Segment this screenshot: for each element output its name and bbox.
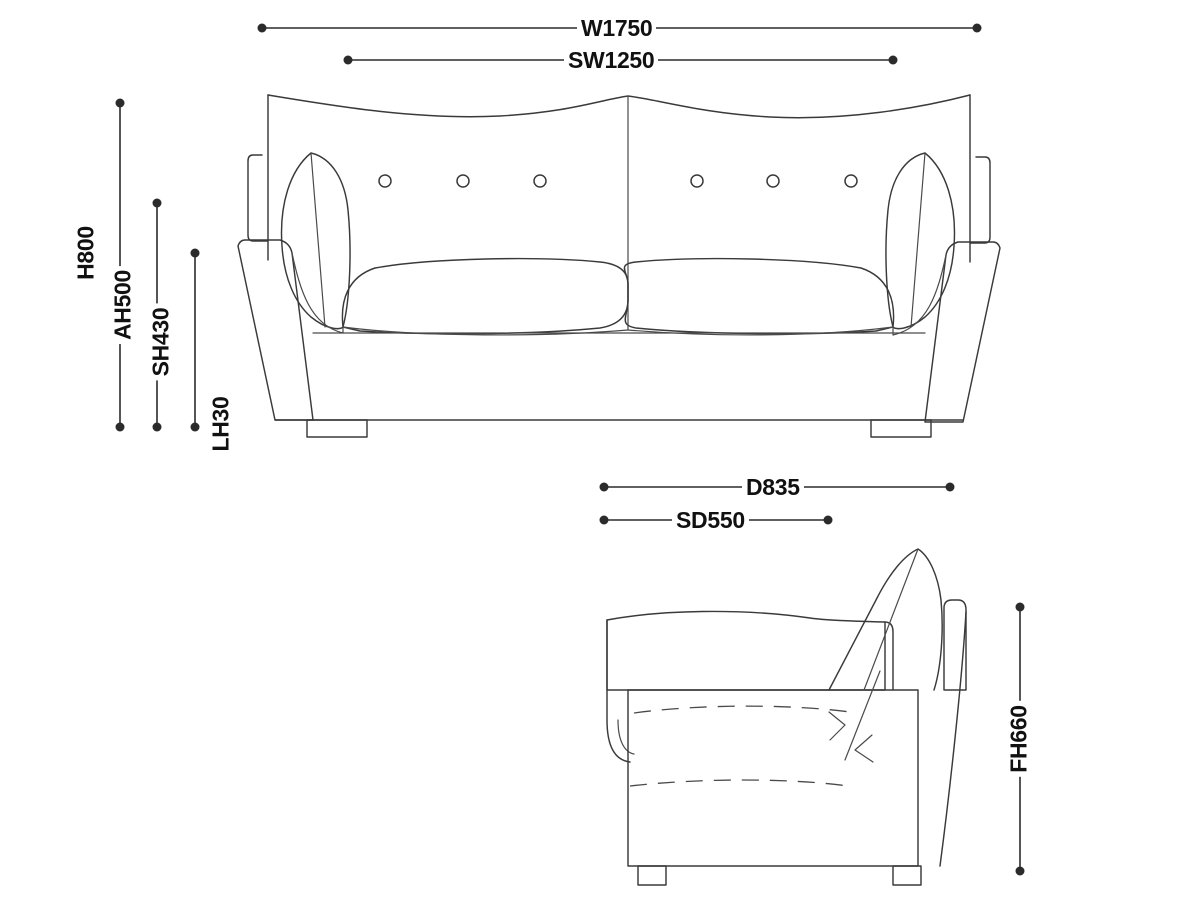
front-button-6 [844,174,858,188]
side-rear-panel [939,611,967,867]
dimdot-seatheight-bottom [190,422,200,432]
front-right-bolster [885,152,956,330]
side-leg-front [637,865,667,886]
front-button-2 [456,174,470,188]
dimdot-armheight-top [152,198,162,208]
dimdot-width-left [257,23,267,33]
front-button-3 [533,174,547,188]
side-seam-crowfoot-upper [828,711,846,741]
dimension-label-width-overall: W1750 [577,16,657,41]
front-right-seat-cushion [623,257,895,335]
front-right-arm [924,241,1001,423]
dimdot-height-bottom [115,422,125,432]
side-backrest [828,548,943,691]
dimdot-depth-right [945,482,955,492]
front-right-bolster-crease [910,152,926,328]
front-left-arm-inner [291,252,344,334]
dimension-label-height-overall: H800 [73,222,99,284]
dimdot-armheight-bottom [152,422,162,432]
front-left-arm-top-flap [247,154,269,242]
dimension-label-arm-height: AH500 [110,265,136,345]
dimdot-depth-left [599,482,609,492]
side-seat-body [627,689,919,867]
dimension-lines-group [115,23,1025,876]
front-left-seat-front-edge [342,326,629,336]
dimdot-seatdepth-left [599,515,609,525]
dimension-label-seat-height: SH430 [148,303,174,381]
side-arm-inner-roll [617,719,635,755]
dimension-label-depth-overall: D835 [742,475,804,500]
side-seam-crowfoot-lower [854,734,874,763]
dimdot-frameheight-top [1015,602,1025,612]
front-right-seat-front-edge [627,326,894,336]
front-button-5 [766,174,780,188]
side-seam-lower [629,779,849,787]
dimdot-width-right [972,23,982,33]
front-left-seat-cushion [341,257,629,335]
dimension-label-seat-depth: SD550 [672,508,749,533]
dimension-label-seat-width: SW1250 [564,48,659,73]
front-backrest-outline [267,94,971,119]
side-arm-panel-right-edge [884,621,894,691]
front-right-arm-inner [892,254,947,336]
dimension-label-leg-height: LH30 [208,392,234,456]
side-seam-upper [633,705,851,714]
front-view-group [237,94,1001,438]
front-button-4 [690,174,704,188]
dimdot-seatwidth-left [343,55,353,65]
front-left-arm [237,239,314,421]
dimension-label-frame-height: FH660 [1006,701,1032,777]
dimdot-frameheight-bottom [1015,866,1025,876]
dimdot-seatdepth-right [823,515,833,525]
front-leg-right [870,419,932,438]
dimdot-seatwidth-right [888,55,898,65]
front-left-bolster-crease [310,152,326,328]
front-leg-left [306,419,368,438]
side-arm-front-roll [606,619,631,763]
front-button-1 [378,174,392,188]
side-leg-back [892,865,922,886]
side-view-group [606,548,967,886]
front-left-bolster [280,152,351,330]
dimdot-seatheight-top [190,248,200,258]
side-backrest-lower-crease [844,670,881,761]
front-right-arm-top-flap [969,156,991,244]
dimdot-height-top [115,98,125,108]
side-rear-bolster [943,599,967,691]
side-arm-panel [606,610,886,691]
side-backrest-crease [863,548,919,691]
